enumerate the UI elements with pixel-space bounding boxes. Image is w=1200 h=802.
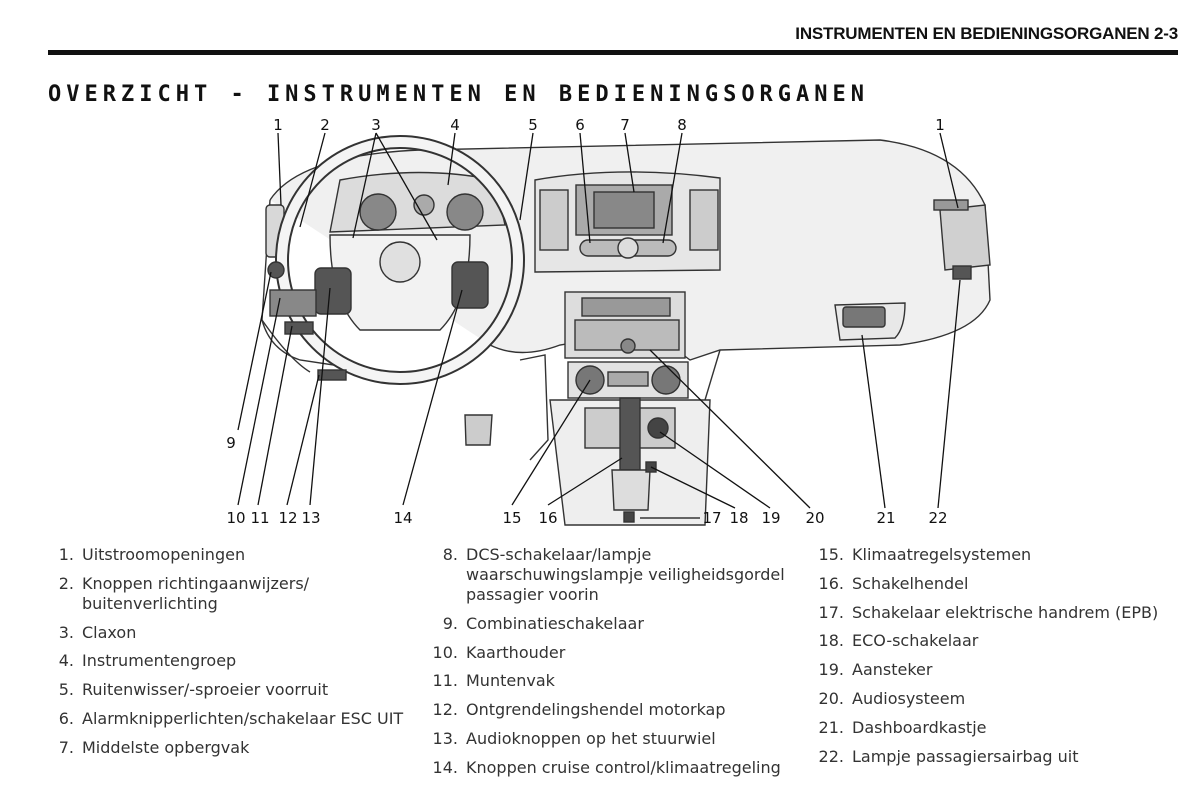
legend-label: Middelste opbergvak (82, 737, 250, 757)
legend-column-2: 8. DCS-schakelaar/lampje waarschuwingslam… (426, 545, 806, 787)
legend-label: Lampje passagiersairbag uit (852, 746, 1079, 766)
legend-item: 13. Audioknoppen op het stuurwiel (426, 729, 806, 749)
section-title: OVERZICHT - INSTRUMENTEN EN BEDIENINGSOR… (48, 82, 870, 107)
legend-item: 7. Middelste opbergvak (58, 738, 418, 758)
legend-number: 8. (442, 545, 458, 564)
legend-item: 9. Combinatieschakelaar (426, 614, 806, 634)
callout-1-left: 1 (273, 116, 283, 134)
callout-7: 7 (620, 116, 630, 134)
legend-label: Knoppen cruise control/klimaatregeling (466, 757, 781, 777)
legend-number: 13. (432, 728, 458, 748)
callout-12: 12 (278, 509, 297, 527)
legend-number: 18. (818, 631, 844, 651)
callout-4: 4 (450, 116, 460, 134)
running-head: INSTRUMENTEN EN BEDIENINGSORGANEN 2-3 (795, 24, 1178, 43)
legend-label: Instrumentengroep (82, 651, 237, 671)
legend-number: 17. (818, 602, 844, 622)
callout-numbers: 1 2 3 4 5 6 7 8 1 9 10 11 12 13 14 15 16… (226, 116, 947, 527)
legend-label: Combinatieschakelaar (466, 613, 644, 633)
legend-number: 4. (58, 651, 74, 671)
legend-item: 22. Lampje passagiersairbag uit (812, 747, 1182, 767)
legend-item: 16. Schakelhendel (812, 574, 1182, 594)
legend-number: 14. (432, 757, 458, 777)
legend-number: 11. (432, 671, 458, 691)
legend-number: 19. (818, 660, 844, 680)
legend-item: 20. Audiosysteem (812, 689, 1182, 709)
callout-6: 6 (575, 116, 585, 134)
legend-item: 4. Instrumentengroep (58, 651, 418, 671)
callout-15: 15 (502, 509, 521, 527)
legend-number: 9. (442, 613, 458, 633)
legend-number: 5. (58, 680, 74, 700)
legend-label: Muntenvak (466, 671, 555, 691)
header-rule (48, 50, 1178, 55)
dashboard-illustration: 1 2 3 4 5 6 7 8 1 9 10 11 12 13 14 15 16… (226, 116, 991, 527)
legend-item: 17. Schakelaar elektrische handrem (EPB) (812, 603, 1182, 623)
legend-label: Klimaatregelsystemen (852, 545, 1032, 564)
legend-column-3: 15. Klimaatregelsystemen 16. Schakelhendel… (812, 545, 1182, 775)
callout-1-right: 1 (935, 116, 945, 134)
legend-label: Kaarthouder (466, 642, 566, 662)
callout-11: 11 (250, 509, 269, 527)
legend-label: Schakelhendel (852, 573, 969, 593)
callout-18: 18 (729, 509, 748, 527)
legend-label: Ontgrendelingshendel motorkap (466, 700, 726, 720)
legend-number: 21. (818, 717, 844, 737)
legend-number: 20. (818, 688, 844, 708)
callout-9: 9 (226, 434, 236, 452)
callout-22: 22 (928, 509, 947, 527)
legend-item: 15. Klimaatregelsystemen (812, 545, 1182, 565)
legend-number: 1. (58, 545, 74, 564)
callout-20: 20 (805, 509, 824, 527)
callout-21: 21 (876, 509, 895, 527)
legend-number: 15. (818, 545, 844, 564)
legend-label: Dashboardkastje (852, 717, 987, 737)
legend-number: 12. (432, 700, 458, 720)
dashboard-drawing (261, 135, 991, 526)
legend-number: 22. (818, 746, 844, 766)
callout-19: 19 (761, 509, 780, 527)
legend-label: Audioknoppen op het stuurwiel (466, 728, 716, 748)
legend-number: 16. (818, 573, 844, 593)
legend-item: 14. Knoppen cruise control/klimaatregelin… (426, 758, 806, 778)
legend-item: 5. Ruitenwisser/-sproeier voorruit (58, 680, 418, 700)
legend-number: 3. (58, 622, 74, 642)
callout-17: 17 (702, 509, 721, 527)
legend-label: Alarmknipperlichten/schakelaar ESC UIT (82, 708, 404, 728)
legend-label: Ruitenwisser/-sproeier voorruit (82, 680, 329, 700)
legend-item: 21. Dashboardkastje (812, 718, 1182, 738)
legend-label: Aansteker (852, 660, 933, 680)
legend-label: Claxon (82, 622, 137, 642)
leader-lines (237, 132, 961, 519)
callout-2: 2 (320, 116, 330, 134)
callout-16: 16 (538, 509, 557, 527)
legend-label: Audiosysteem (852, 688, 966, 708)
legend-item: 3. Claxon (58, 623, 418, 643)
callout-8: 8 (677, 116, 687, 134)
legend-item: 19. Aansteker (812, 660, 1182, 680)
legend-item: 12. Ontgrendelingshendel motorkap (426, 700, 806, 720)
legend-item: 8. DCS-schakelaar/lampje waarschuwingslam… (426, 545, 806, 605)
legend-item: 2. Knoppen richtingaanwijzers/ buitenverl… (58, 574, 418, 614)
legend-label: Uitstroomopeningen (82, 545, 246, 564)
legend-number: 6. (58, 708, 74, 728)
callout-14: 14 (393, 509, 412, 527)
legend-label: DCS-schakelaar/lampje waarschuwingslampj… (466, 545, 785, 604)
legend-item: 10. Kaarthouder (426, 643, 806, 663)
legend-label: Schakelaar elektrische handrem (EPB) (852, 602, 1159, 622)
legend-label: ECO-schakelaar (852, 631, 979, 651)
legend-column-1: 1. Uitstroomopeningen 2. Knoppen richtinga… (58, 545, 418, 767)
legend-item: 11. Muntenvak (426, 671, 806, 691)
legend-number: 10. (432, 642, 458, 662)
legend-number: 7. (58, 737, 74, 757)
legend-number: 2. (58, 573, 74, 593)
legend-item: 1. Uitstroomopeningen (58, 545, 418, 565)
callout-3: 3 (371, 116, 381, 134)
callout-10: 10 (226, 509, 245, 527)
legend-label: Knoppen richtingaanwijzers/ buitenverlic… (82, 573, 310, 613)
legend-item: 18. ECO-schakelaar (812, 631, 1182, 651)
legend-item: 6. Alarmknipperlichten/schakelaar ESC UIT (58, 709, 418, 729)
callout-13: 13 (301, 509, 320, 527)
callout-5: 5 (528, 116, 538, 134)
